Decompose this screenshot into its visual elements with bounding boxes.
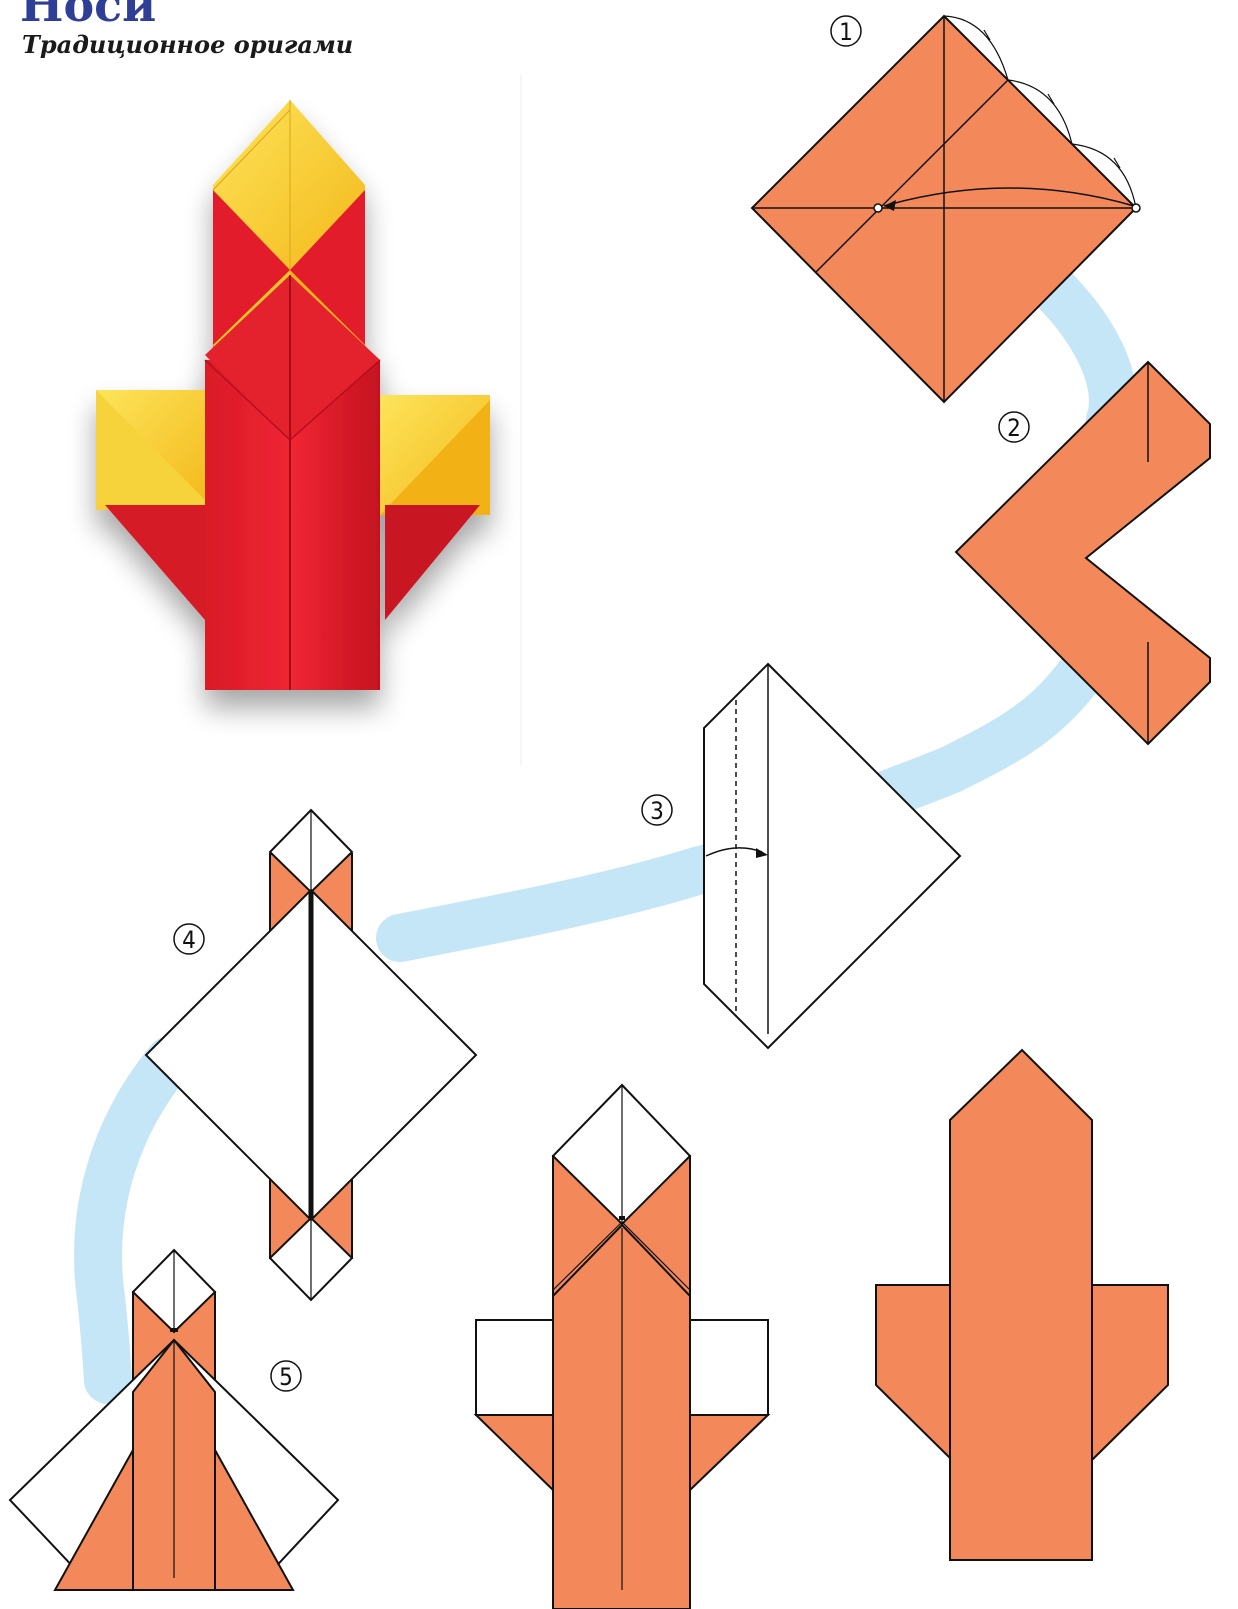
step-2-badge: 2 [999, 412, 1029, 442]
step-3-diagram [704, 664, 960, 1048]
step-3-badge: 3 [642, 795, 672, 825]
step-4-badge: 4 [174, 924, 204, 954]
step-1-badge: 1 [831, 16, 861, 46]
step-4-number: 4 [182, 926, 196, 954]
step-2-number: 2 [1007, 414, 1021, 442]
step-7-diagram [876, 1050, 1168, 1560]
step-5-badge: 5 [271, 1361, 301, 1391]
step-5-diagram [10, 1250, 338, 1590]
step-6-diagram [476, 1085, 768, 1609]
step-1-number: 1 [839, 18, 853, 46]
step-4-diagram [146, 810, 476, 1300]
step-3-number: 3 [650, 797, 664, 825]
step-5-number: 5 [279, 1363, 293, 1391]
finished-model-photo [96, 100, 490, 690]
